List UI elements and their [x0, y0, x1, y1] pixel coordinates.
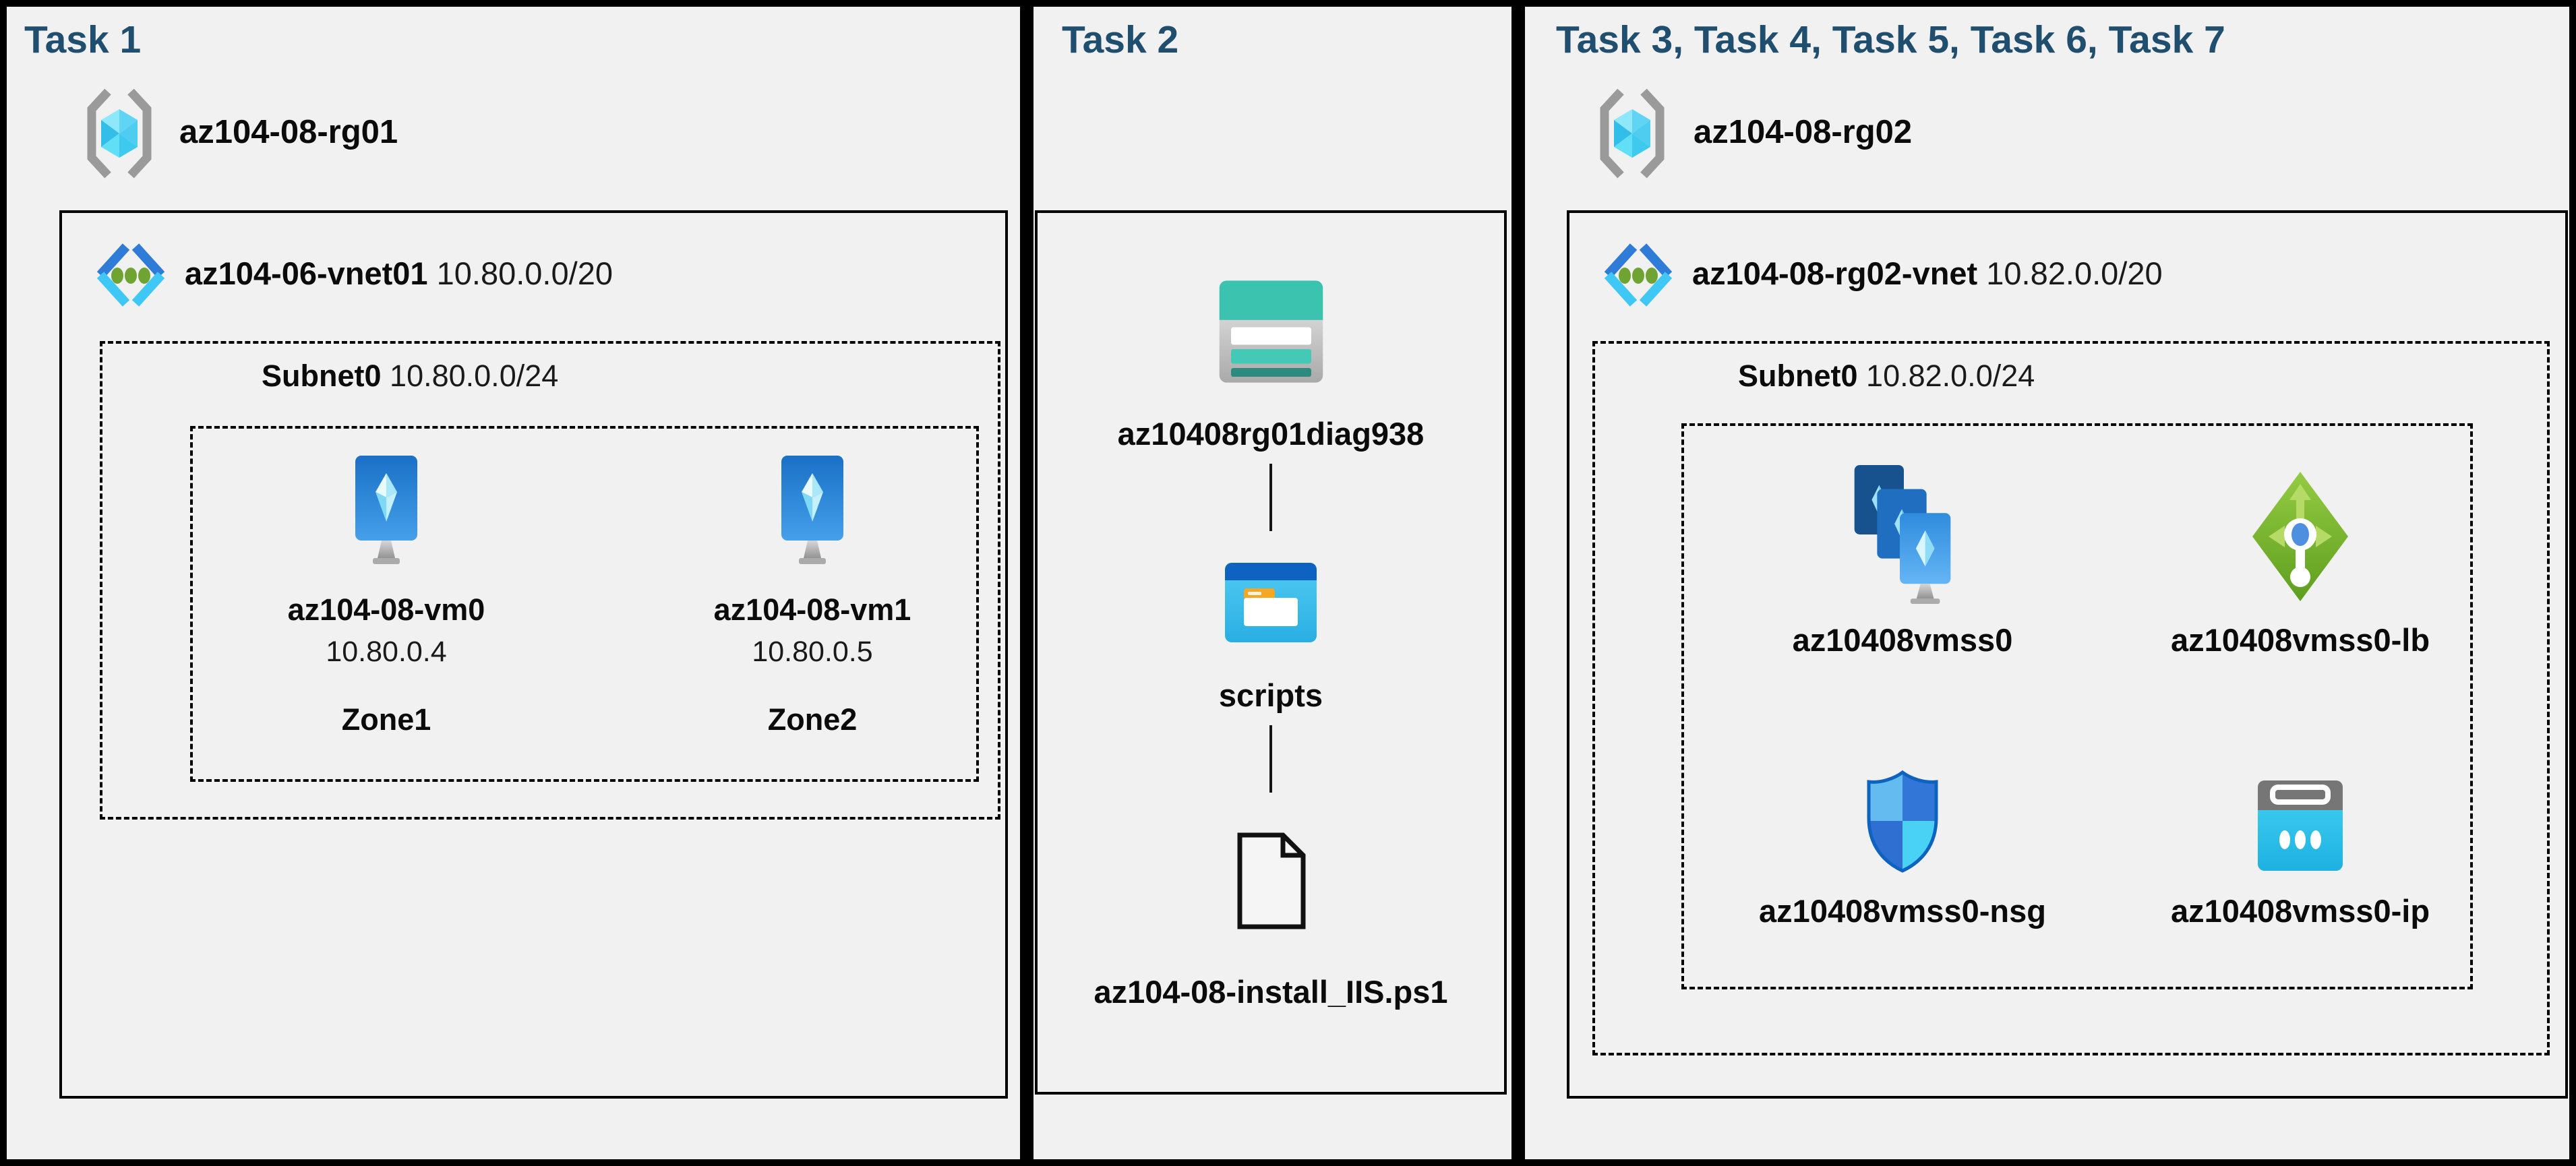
- resource-name: az10408vmss0-lb: [2170, 622, 2430, 658]
- script-file: [1038, 830, 1504, 935]
- file-icon: [1237, 832, 1306, 929]
- subnet-box: Subnet0 10.80.0.0/24 az104-08-vm0 10.80.…: [100, 341, 1000, 820]
- resource-group-name: az104-08-rg01: [179, 114, 398, 150]
- task2-box: az10408rg01diag938 scripts az: [1035, 210, 1507, 1095]
- vm-name: az104-08-vm0: [287, 592, 485, 627]
- subnet-box: Subnet0 10.82.0.0/24: [1592, 341, 2550, 1055]
- vm-zone: Zone2: [767, 702, 858, 737]
- file-name: az104-08-install_IIS.ps1: [1094, 974, 1448, 1010]
- vnet-box: az104-06-vnet01 10.80.0.0/20 Subnet0 10.…: [59, 210, 1008, 1099]
- vm-name: az104-08-vm1: [713, 592, 911, 627]
- resource-item: az10408vmss0-ip: [2105, 732, 2496, 929]
- vnet-label: az104-08-rg02-vnet 10.82.0.0/20: [1692, 255, 2163, 292]
- task2-title: Task 2: [1062, 18, 1179, 61]
- resource-group-icon: [82, 86, 156, 181]
- subnet-cidr: 10.80.0.0/24: [390, 359, 559, 393]
- panel-task1: Task 1 az104-08-rg01 az104-06-vnet01 10.…: [7, 7, 1020, 1159]
- subnet-label: Subnet0 10.80.0.0/24: [262, 359, 558, 394]
- vm-ip: 10.80.0.5: [752, 636, 873, 668]
- resource-item: az10408vmss0: [1707, 461, 2098, 658]
- subnet-cidr: 10.82.0.0/24: [1866, 359, 2035, 393]
- vnet-cidr: 10.82.0.0/20: [1986, 255, 2163, 291]
- resource-group-icon: [1595, 86, 1669, 181]
- storage-account-icon: [1219, 280, 1323, 383]
- vnet-label: az104-06-vnet01 10.80.0.0/20: [185, 255, 613, 292]
- resources-box: az10408vmss0: [1681, 423, 2473, 989]
- vnet-name: az104-06-vnet01: [185, 255, 428, 291]
- public-ip-icon: [2258, 780, 2343, 871]
- virtual-network-icon: [94, 241, 167, 309]
- nsg-icon: [1867, 770, 1938, 873]
- vm-item: az104-08-vm1 10.80.0.5 Zone2: [674, 454, 951, 737]
- subnet-label: Subnet0 10.82.0.0/24: [1738, 359, 2035, 394]
- task3-title: Task 3, Task 4, Task 5, Task 6, Task 7: [1556, 18, 2225, 61]
- task1-title: Task 1: [24, 18, 142, 61]
- vm-zone: Zone1: [341, 702, 431, 737]
- vm-scale-set-icon: [1854, 464, 1951, 604]
- load-balancer-icon: [2252, 472, 2348, 601]
- container-name: scripts: [1218, 677, 1323, 713]
- vnet-box: az104-08-rg02-vnet 10.82.0.0/20 Subnet0 …: [1567, 210, 2568, 1099]
- subnet-name: Subnet0: [262, 359, 382, 393]
- virtual-network-icon: [1602, 241, 1675, 309]
- resource-group-name: az104-08-rg02: [1694, 114, 1913, 150]
- resource-name: az10408vmss0: [1792, 622, 2013, 658]
- resource-item: az10408vmss0-nsg: [1707, 732, 2098, 929]
- vm-ip: 10.80.0.4: [326, 636, 447, 668]
- virtual-machine-icon: [781, 456, 843, 564]
- resource-item: az10408vmss0-lb: [2105, 461, 2496, 658]
- subnet-name: Subnet0: [1738, 359, 1858, 393]
- blob-container: [1038, 561, 1504, 648]
- connector-line: [1269, 725, 1272, 793]
- resource-name: az10408vmss0-nsg: [1759, 893, 2046, 929]
- zone-box: az104-08-vm0 10.80.0.4 Zone1 az104-08-vm…: [190, 426, 979, 782]
- vnet-cidr: 10.80.0.0/20: [436, 255, 613, 291]
- blob-container-icon: [1225, 563, 1317, 642]
- resource-name: az10408vmss0-ip: [2170, 893, 2430, 929]
- vm-item: az104-08-vm0 10.80.0.4 Zone1: [248, 454, 525, 737]
- storage-account-name: az10408rg01diag938: [1117, 416, 1425, 452]
- connector-line: [1269, 464, 1272, 531]
- virtual-machine-icon: [355, 456, 417, 564]
- storage-account: [1038, 278, 1504, 389]
- panel-task2: Task 2 az10408rg01diag938: [1034, 7, 1511, 1159]
- vnet-name: az104-08-rg02-vnet: [1692, 255, 1978, 291]
- panel-task3: Task 3, Task 4, Task 5, Task 6, Task 7 a…: [1525, 7, 2569, 1159]
